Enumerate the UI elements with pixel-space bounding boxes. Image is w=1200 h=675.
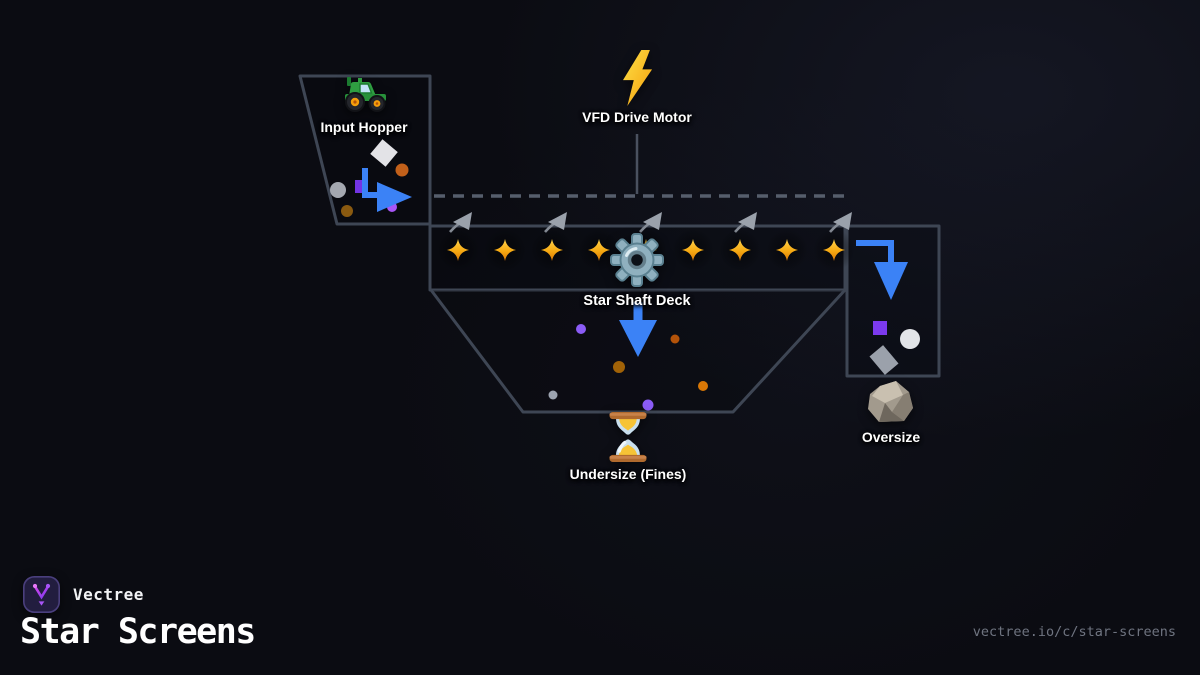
particle-dot bbox=[698, 381, 708, 391]
star-shaft-row bbox=[437, 229, 855, 271]
lightning-bolt-icon bbox=[618, 50, 656, 106]
oversize-label: Oversize bbox=[861, 429, 921, 445]
particle-dot bbox=[395, 163, 409, 177]
brand-name: Vectree bbox=[73, 585, 144, 604]
page-title: Star Screens bbox=[20, 612, 256, 652]
brand-row: Vectree bbox=[23, 576, 144, 614]
gear-icon bbox=[610, 233, 664, 287]
vfd-motor-label: VFD Drive Motor bbox=[582, 109, 692, 125]
particle-dot bbox=[548, 390, 558, 400]
undersize-label: Undersize (Fines) bbox=[569, 466, 687, 482]
star-deck-label: Star Shaft Deck bbox=[583, 293, 691, 309]
particle-square bbox=[873, 321, 887, 335]
hopper-feed-arrow bbox=[362, 168, 412, 212]
oversize-flow-arrow bbox=[856, 240, 908, 300]
page-url: vectree.io/c/star-screens bbox=[972, 624, 1176, 640]
particle-dot bbox=[642, 399, 654, 411]
particle-dot bbox=[341, 205, 353, 217]
particle-dot bbox=[613, 361, 625, 373]
particle-dot bbox=[900, 329, 920, 349]
vectree-logo-icon bbox=[23, 576, 61, 614]
hourglass-icon bbox=[606, 412, 650, 462]
particle-diamond bbox=[869, 345, 899, 375]
undersize-flow-arrow bbox=[619, 302, 657, 357]
particle-diamond bbox=[370, 139, 398, 167]
tractor-icon bbox=[341, 72, 389, 114]
funnel-particles bbox=[548, 324, 708, 411]
oversize-particles bbox=[869, 321, 920, 375]
particle-dot bbox=[670, 334, 680, 344]
particle-dot bbox=[576, 324, 586, 334]
particle-dot bbox=[330, 182, 346, 198]
input-hopper-label: Input Hopper bbox=[320, 119, 408, 135]
rock-icon bbox=[862, 377, 918, 427]
